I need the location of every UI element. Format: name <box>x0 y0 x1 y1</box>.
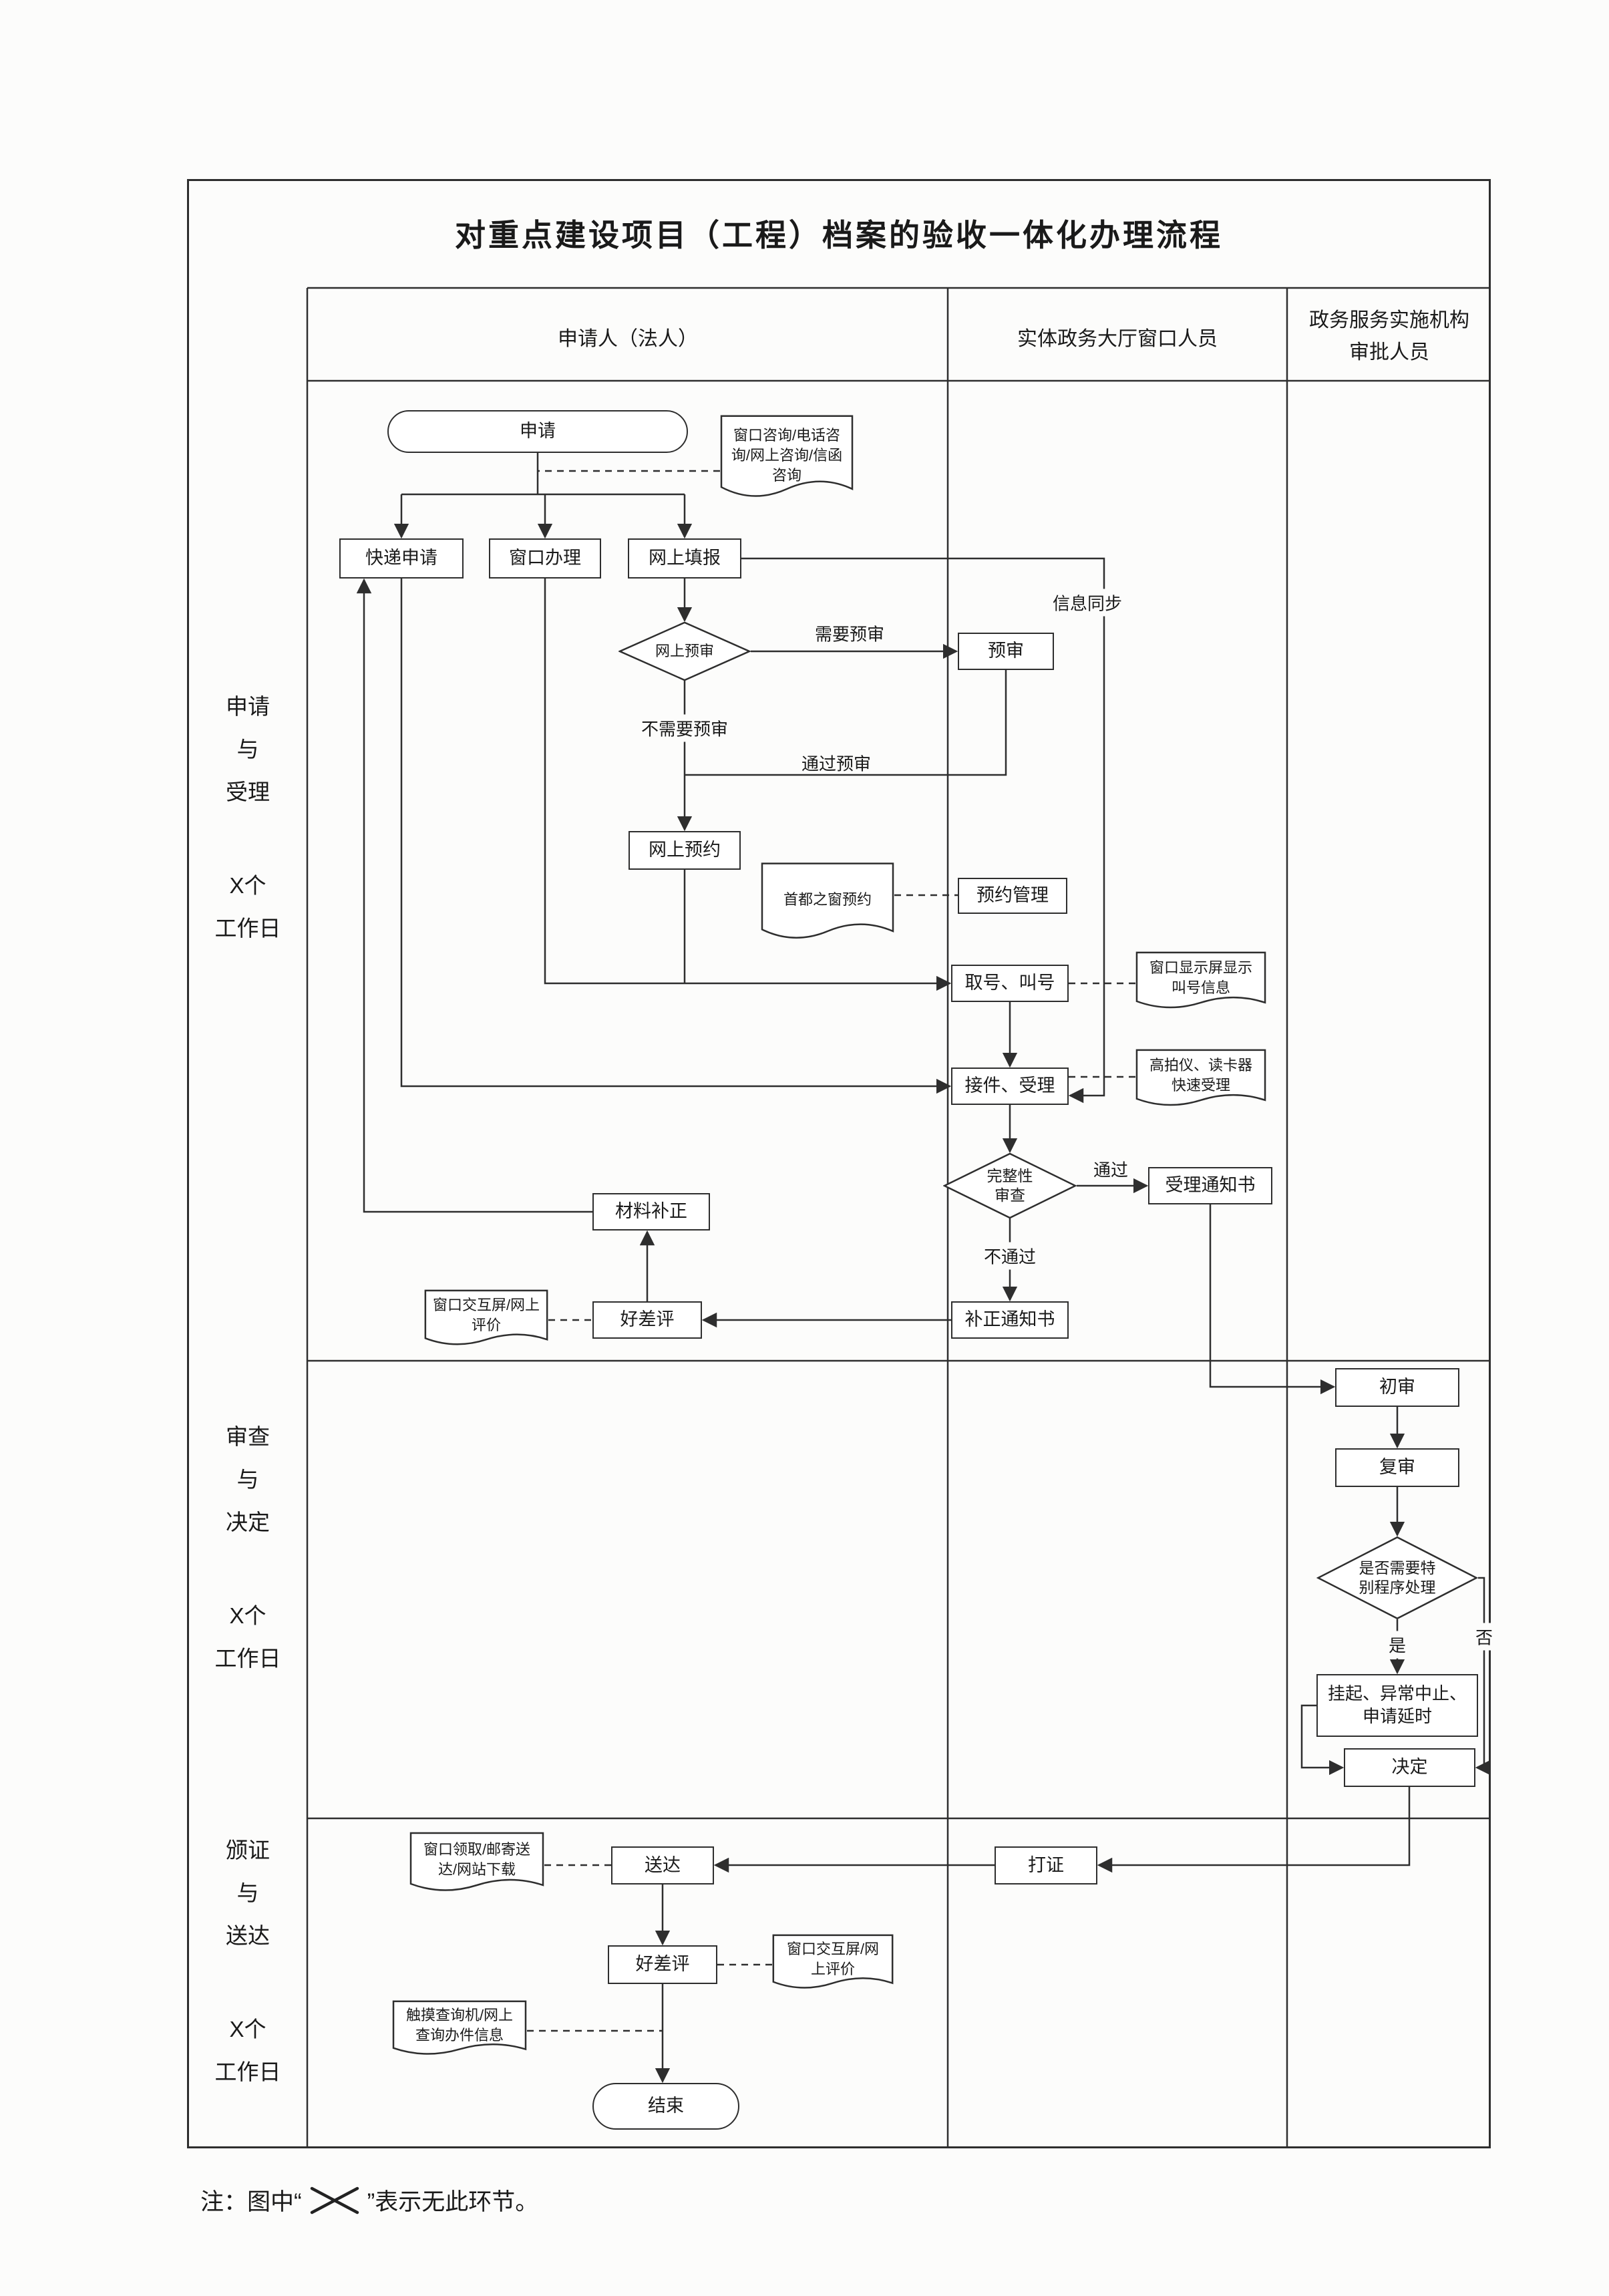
doc-label: 触摸查询机/网上查询办件信息 <box>405 2007 514 2043</box>
phase-label: 颁证 <box>226 1838 270 1862</box>
node-suspend-abort-delay: 挂起、异常中止、申请延时 <box>1316 1674 1478 1737</box>
node-accept-receive: 接件、受理 <box>951 1068 1069 1105</box>
node-apply-start: 申请 <box>387 410 688 453</box>
edge-label-fail: 不通过 <box>978 1242 1042 1270</box>
node-special-procedure-decision: 是否需要特别程序处理 <box>1316 1536 1478 1619</box>
document-shape <box>761 862 894 949</box>
lane-header-hall-staff: 实体政务大厅窗口人员 <box>1017 328 1218 350</box>
node-take-number: 取号、叫号 <box>951 965 1069 1002</box>
lane-header-agency-line2: 审批人员 <box>1349 341 1429 363</box>
phase-duration: X个 工作日 <box>189 864 307 950</box>
phase-label: 与 <box>236 1880 259 1905</box>
phase-duration-line: 工作日 <box>214 1646 281 1671</box>
node-decide: 决定 <box>1344 1748 1475 1787</box>
phase-certify-deliver: 颁证 与 送达 X个 工作日 <box>189 1829 307 2094</box>
lane-header-agency-line1: 政务服务实施机构 <box>1309 309 1469 331</box>
document-shape <box>392 2000 527 2062</box>
node-second-review: 复审 <box>1335 1448 1459 1487</box>
lane-header-agency: 政务服务实施机构 审批人员 <box>1309 305 1469 369</box>
node-express-apply: 快递申请 <box>339 538 464 579</box>
doc-label: 窗口交互屏/网上评价 <box>786 1941 880 1977</box>
node-rating-1: 好差评 <box>592 1301 702 1339</box>
doc-scanner-fast-accept: 高拍仪、读卡器快速受理 <box>1135 1049 1266 1113</box>
edge-label-pass-precheck: 通过预审 <box>801 754 872 774</box>
node-booking-management: 预约管理 <box>958 878 1067 914</box>
doc-label: 高拍仪、读卡器快速受理 <box>1149 1057 1252 1094</box>
edge-label-no-precheck: 不需要预审 <box>635 714 734 742</box>
node-online-booking: 网上预约 <box>629 831 741 870</box>
diamond-shape <box>618 622 751 681</box>
doc-label: 首都之窗预约 <box>783 891 872 909</box>
doc-label: 窗口交互屏/网上评价 <box>432 1297 540 1333</box>
phase-duration: X个 工作日 <box>189 2008 307 2094</box>
doc-label: 窗口显示屏显示叫号信息 <box>1149 959 1252 996</box>
lane-header-applicant: 申请人（法人） <box>558 328 698 350</box>
doc-label: 窗口领取/邮寄送达/网站下载 <box>423 1841 531 1878</box>
edge-label-need-precheck: 需要预审 <box>814 624 885 645</box>
phase-duration: X个 工作日 <box>189 1595 307 1680</box>
node-first-review: 初审 <box>1335 1368 1459 1407</box>
document-shape <box>772 1934 894 1995</box>
node-label: 完整性审查 <box>987 1167 1033 1204</box>
phase-duration-line: 工作日 <box>214 2060 281 2084</box>
phase-label: 审查 <box>226 1424 270 1449</box>
phase-review-decide: 审查 与 决定 X个 工作日 <box>189 1416 307 1680</box>
doc-screen-call-info: 窗口显示屏显示叫号信息 <box>1135 951 1266 1015</box>
phase-duration-line: 工作日 <box>214 916 281 941</box>
phase-label: 送达 <box>226 1923 270 1948</box>
doc-rating-channels-1: 窗口交互屏/网上评价 <box>424 1289 548 1352</box>
node-label: 网上预审 <box>655 643 714 660</box>
doc-query-info: 触摸查询机/网上查询办件信息 <box>392 2000 527 2062</box>
node-rating-2: 好差评 <box>608 1945 717 1984</box>
document-shape <box>1135 951 1266 1015</box>
phase-label: 与 <box>236 737 259 762</box>
phase-duration-line: X个 <box>229 873 266 898</box>
doc-capital-window-booking: 首都之窗预约 <box>761 862 894 949</box>
phase-duration-line: X个 <box>229 2017 266 2041</box>
phase-label: 决定 <box>226 1510 270 1534</box>
document-shape <box>1135 1049 1266 1113</box>
footnote-prefix: 注：图中“ <box>200 2189 302 2215</box>
node-online-precheck-decision: 网上预审 <box>618 622 751 681</box>
node-completeness-check: 完整性审查 <box>943 1153 1077 1218</box>
no-step-x-icon <box>310 2186 359 2214</box>
doc-label: 窗口咨询/电话咨询/网上咨询/信函咨询 <box>731 427 843 484</box>
phase-label: 受理 <box>226 780 270 804</box>
diamond-shape <box>943 1153 1077 1218</box>
phase-apply-accept: 申请 与 受理 X个 工作日 <box>189 685 307 950</box>
node-label: 是否需要特别程序处理 <box>1359 1559 1436 1596</box>
edge-label-yes: 是 <box>1383 1631 1412 1659</box>
doc-rating-channels-2: 窗口交互屏/网上评价 <box>772 1934 894 1995</box>
phase-label: 申请 <box>226 694 270 719</box>
node-print-certificate: 打证 <box>995 1846 1097 1884</box>
page-title: 对重点建设项目（工程）档案的验收一体化办理流程 <box>455 218 1223 253</box>
document-shape <box>409 1832 544 1899</box>
node-window-handle: 窗口办理 <box>489 538 601 579</box>
node-correction-notice: 补正通知书 <box>951 1301 1069 1339</box>
node-online-fill: 网上填报 <box>628 538 741 579</box>
phase-duration-line: X个 <box>229 1603 266 1628</box>
document-shape <box>424 1289 548 1352</box>
edge-label-info-sync: 信息同步 <box>1047 589 1128 617</box>
node-end: 结束 <box>592 2083 739 2130</box>
edge-label-no: 否 <box>1469 1623 1499 1651</box>
doc-delivery-channels: 窗口领取/邮寄送达/网站下载 <box>409 1832 544 1899</box>
edge-label-pass: 通过 <box>1093 1160 1129 1180</box>
doc-consult-channels: 窗口咨询/电话咨询/网上咨询/信函咨询 <box>720 414 854 508</box>
document-shape <box>720 414 854 508</box>
footnote: 注：图中“ ”表示无此环节。 <box>200 2183 538 2217</box>
diamond-shape <box>1316 1536 1478 1619</box>
node-precheck: 预审 <box>958 633 1054 670</box>
node-material-correction: 材料补正 <box>592 1193 710 1231</box>
node-acceptance-notice: 受理通知书 <box>1148 1167 1272 1204</box>
footnote-suffix: ”表示无此环节。 <box>367 2189 539 2215</box>
phase-label: 与 <box>236 1467 259 1492</box>
diagram-border <box>187 179 1491 2148</box>
node-deliver: 送达 <box>611 1846 714 1884</box>
